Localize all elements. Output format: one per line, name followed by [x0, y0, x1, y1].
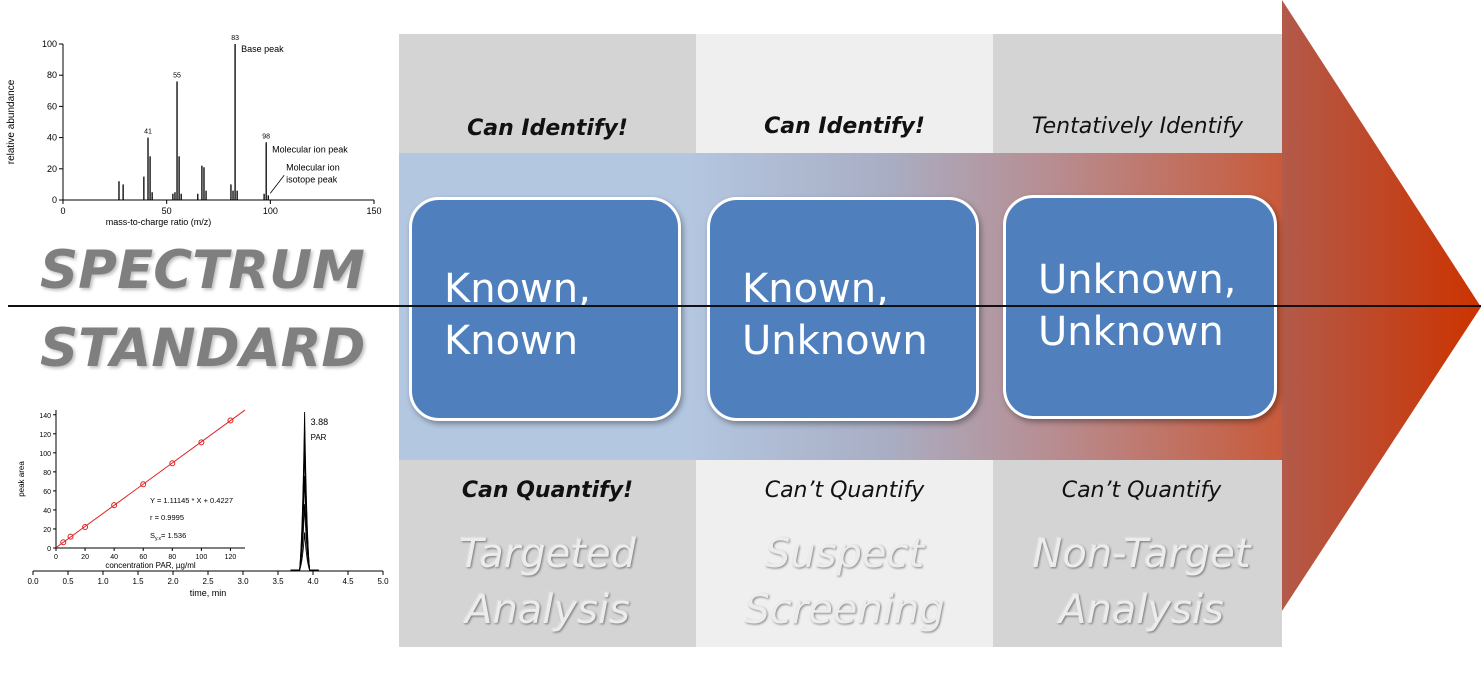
ms-peak-label: 55 [173, 72, 181, 79]
cal-y-tick-label: 40 [43, 508, 51, 515]
identify-label-3: Tentatively Identify [1031, 114, 1244, 139]
time-tick-label: 3.5 [272, 577, 284, 586]
cal-x-tick-label: 20 [81, 554, 89, 561]
cal-x-tick-label: 100 [196, 554, 208, 561]
cal-point [60, 539, 67, 546]
calibration-chart: 0 20 40 60 80 100 120 140 0 20 40 60 80 100 120 Y = 1.1… [17, 409, 389, 598]
time-tick-label: 1.5 [132, 577, 144, 586]
ms-molecular-ion-annotation: Molecular ion peak [272, 144, 348, 154]
chromatogram-peak [290, 532, 319, 571]
cal-y-tick-label: 140 [39, 413, 51, 420]
cal-point [169, 460, 176, 467]
cal-r-value: r = 0.9995 [150, 513, 184, 522]
cal-x-tick-label: 0 [54, 554, 58, 561]
cal-point [67, 533, 74, 540]
spectrum-label: SPECTRUM [40, 240, 365, 301]
cal-x-label: concentration PAR, µg/ml [105, 561, 196, 570]
cal-x-tick-label: 120 [225, 554, 237, 561]
cal-y-tick-label: 20 [43, 527, 51, 534]
time-label: time, min [190, 588, 227, 598]
box-label-1: Known, Known [444, 266, 591, 364]
time-tick-label: 0.0 [27, 577, 39, 586]
quantify-label-2: Can’t Quantify [764, 478, 925, 503]
quantify-label-3: Can’t Quantify [1061, 478, 1222, 503]
peak-time-label: 3.88 [311, 417, 329, 427]
ms-y-tick-label: 40 [47, 133, 57, 143]
ms-y-tick-label: 60 [47, 101, 57, 111]
ms-isotope-annotation-line1: Molecular ion [286, 162, 340, 172]
cal-point [198, 439, 205, 446]
ms-peak-label: 98 [262, 133, 270, 140]
quantify-label-1: Can Quantify! [461, 478, 634, 503]
box-unknown-unknown: Unknown, Unknown [1003, 195, 1277, 419]
time-tick-label: 2.5 [202, 577, 214, 586]
ms-x-tick-label: 150 [366, 206, 381, 216]
time-tick-label: 2.0 [167, 577, 179, 586]
identify-label-2: Can Identify! [764, 114, 925, 139]
standard-label: STANDARD [40, 318, 366, 379]
ms-y-label: relative abundance [6, 79, 17, 164]
cal-equation: Y = 1.11145 * X + 0.4227 [150, 496, 233, 505]
ms-x-tick-label: 50 [162, 206, 172, 216]
analysis-name-1: Targeted Analysis [459, 531, 636, 633]
identify-label-1: Can Identify! [467, 116, 628, 141]
ms-isotope-annotation-line2: isotope peak [286, 174, 338, 184]
ms-x-tick-label: 100 [263, 206, 278, 216]
chromatogram-peak [290, 504, 319, 571]
ms-y-tick-label: 100 [42, 39, 57, 49]
divider-line [8, 305, 1481, 307]
ms-peak-label: 83 [231, 35, 239, 42]
time-tick-label: 3.0 [237, 577, 249, 586]
ms-isotope-pointer [269, 175, 285, 194]
mass-spectrum-chart: 0 20 40 60 80 100 0 50 100 150 41 55 83 98 Base peakMo… [6, 35, 382, 227]
cal-point [227, 417, 234, 424]
chromatogram-peak [290, 475, 319, 571]
cal-x-tick-label: 60 [139, 554, 147, 561]
ms-y-tick-label: 80 [47, 70, 57, 80]
box-known-unknown: Known, Unknown [707, 197, 979, 421]
cal-y-tick-label: 0 [47, 546, 51, 553]
box-label-3: Unknown, Unknown [1038, 257, 1237, 355]
ms-peak-label: 41 [144, 129, 152, 136]
cal-x-tick-label: 40 [110, 554, 118, 561]
box-known-known: Known, Known [409, 197, 681, 421]
analysis-name-3: Non-Target Analysis [1032, 531, 1251, 633]
cal-x-tick-label: 80 [168, 554, 176, 561]
ms-x-tick-label: 0 [60, 206, 65, 216]
time-tick-label: 5.0 [377, 577, 389, 586]
analysis-name-2: Suspect Screening [744, 531, 945, 633]
cal-point [82, 524, 89, 531]
peak-name-label: PAR [311, 433, 327, 442]
time-tick-label: 0.5 [62, 577, 74, 586]
box-label-2: Known, Unknown [742, 266, 928, 364]
time-tick-label: 1.0 [97, 577, 109, 586]
cal-y-tick-label: 60 [43, 489, 51, 496]
time-tick-label: 4.5 [342, 577, 354, 586]
ms-y-tick-label: 0 [52, 195, 57, 205]
cal-y-tick-label: 120 [39, 432, 51, 439]
cal-y-tick-label: 100 [39, 451, 51, 458]
cal-y-tick-label: 80 [43, 470, 51, 477]
cal-fit-line [55, 409, 246, 549]
cal-y-label: peak area [17, 461, 26, 497]
time-tick-label: 4.0 [307, 577, 319, 586]
cal-point [140, 481, 147, 488]
ms-base-peak-annotation: Base peak [241, 44, 284, 54]
cal-s-value: Sy.x= 1.536 [150, 531, 186, 542]
ms-y-tick-label: 20 [47, 164, 57, 174]
ms-x-label: mass-to-charge ratio (m/z) [106, 217, 212, 227]
cal-point [111, 502, 118, 509]
